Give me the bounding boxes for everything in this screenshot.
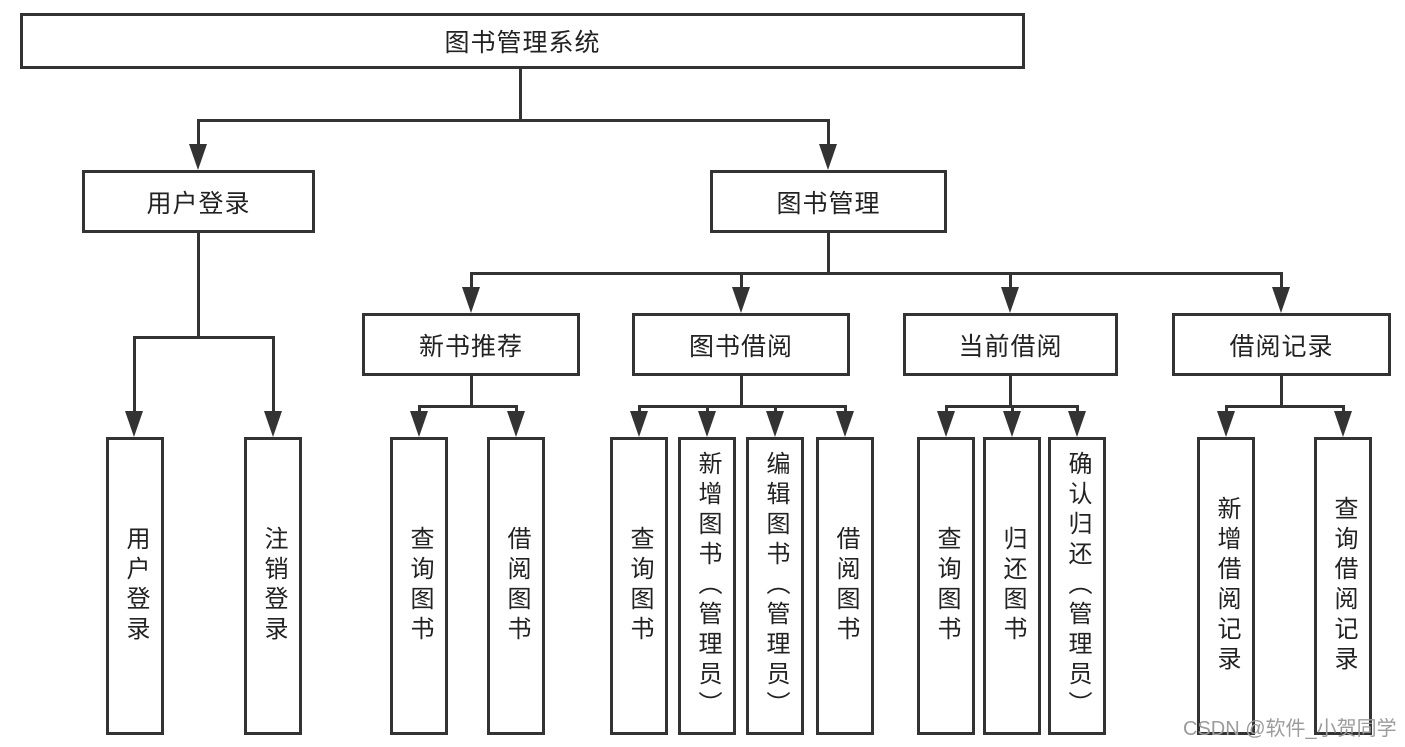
node-label: 新增借阅记录 [1213, 496, 1240, 676]
connector-line [1011, 405, 1014, 413]
node-label: 借阅图书 [503, 526, 530, 646]
node-label: 注销登录 [260, 526, 287, 646]
arrow-down-icon [819, 144, 837, 170]
leaf-add-borrow-record: 新增借阅记录 [1197, 437, 1255, 735]
node-label: 查询图书 [626, 526, 653, 646]
node-label: 用户登录 [122, 526, 149, 646]
connector-line [133, 336, 136, 413]
node-current-borrowing: 当前借阅 [903, 313, 1118, 376]
leaf-query-books-recommend: 查询图书 [390, 437, 448, 735]
arrow-down-icon [507, 411, 525, 437]
leaf-confirm-return-admin: 确认归还（管理员） [1048, 437, 1106, 735]
node-label: 图书管理 [776, 189, 881, 218]
connector-line [774, 405, 777, 413]
arrow-down-icon [1068, 411, 1086, 437]
connector-line [827, 233, 830, 274]
leaf-add-books-admin: 新增图书（管理员） [678, 437, 736, 735]
connector-line [470, 272, 473, 289]
node-label: 归还图书 [999, 526, 1026, 646]
connector-line [740, 376, 743, 407]
node-label: 图书管理系统 [444, 29, 601, 57]
node-label: 查询图书 [933, 526, 960, 646]
arrow-down-icon [264, 411, 282, 437]
connector-line [638, 405, 847, 408]
connector-line [519, 69, 522, 120]
connector-line [844, 405, 847, 413]
connector-line [1225, 405, 1345, 408]
arrow-down-icon [189, 144, 207, 170]
node-label: 当前借阅 [958, 332, 1063, 361]
connector-line [133, 336, 275, 339]
arrow-down-icon [1272, 287, 1290, 313]
connector-line [1225, 405, 1228, 413]
leaf-borrow-books: 借阅图书 [816, 437, 874, 735]
arrow-down-icon [937, 411, 955, 437]
connector-line [515, 405, 518, 413]
connector-line [706, 405, 709, 413]
node-borrowing-records: 借阅记录 [1172, 313, 1391, 376]
connector-line [1009, 376, 1012, 407]
leaf-user-login: 用户登录 [106, 437, 164, 735]
leaf-borrow-books-recommend: 借阅图书 [487, 437, 545, 735]
connector-line [827, 119, 830, 147]
node-new-book-recommend: 新书推荐 [362, 313, 580, 376]
arrow-down-icon [1334, 411, 1352, 437]
arrow-down-icon [766, 411, 784, 437]
node-label: 借阅图书 [832, 526, 859, 646]
node-book-borrowing: 图书借阅 [632, 313, 850, 376]
node-label: 编辑图书（管理员） [762, 451, 789, 721]
connector-line [1009, 272, 1012, 289]
arrow-down-icon [1001, 287, 1019, 313]
node-book-management: 图书管理 [710, 170, 947, 233]
arrow-down-icon [125, 411, 143, 437]
csdn-watermark: CSDN @软件_小贺同学 [1183, 718, 1397, 740]
connector-line [418, 405, 421, 413]
node-user-login: 用户登录 [82, 170, 315, 233]
node-label: 新书推荐 [418, 332, 523, 361]
node-label: 用户登录 [146, 189, 251, 218]
connector-line [197, 119, 830, 122]
connector-line [470, 376, 473, 407]
leaf-edit-books-admin: 编辑图书（管理员） [746, 437, 804, 735]
leaf-logout: 注销登录 [244, 437, 302, 735]
arrow-down-icon [732, 287, 750, 313]
connector-line [740, 272, 743, 289]
leaf-query-borrow-record: 查询借阅记录 [1314, 437, 1372, 735]
connector-line [638, 405, 641, 413]
arrow-down-icon [410, 411, 428, 437]
arrow-down-icon [630, 411, 648, 437]
connector-line [272, 336, 275, 413]
leaf-query-books-current: 查询图书 [917, 437, 975, 735]
connector-line [470, 272, 1283, 275]
connector-line [1342, 405, 1345, 413]
connector-line [197, 119, 200, 147]
arrow-down-icon [1217, 411, 1235, 437]
connector-line [197, 233, 200, 339]
node-label: 确认归还（管理员） [1064, 451, 1091, 721]
connector-line [1280, 376, 1283, 407]
connector-line [1076, 405, 1079, 413]
connector-line [945, 405, 948, 413]
leaf-return-books: 归还图书 [983, 437, 1041, 735]
connector-line [418, 405, 518, 408]
node-label: 图书借阅 [688, 332, 793, 361]
node-library-management-system: 图书管理系统 [20, 13, 1025, 69]
arrow-down-icon [1003, 411, 1021, 437]
arrow-down-icon [462, 287, 480, 313]
leaf-query-books-borrowing: 查询图书 [610, 437, 668, 735]
node-label: 借阅记录 [1229, 332, 1334, 361]
connector-line [1280, 272, 1283, 289]
arrow-down-icon [836, 411, 854, 437]
node-label: 新增图书（管理员） [694, 451, 721, 721]
node-label: 查询借阅记录 [1330, 496, 1357, 676]
arrow-down-icon [698, 411, 716, 437]
node-label: 查询图书 [406, 526, 433, 646]
